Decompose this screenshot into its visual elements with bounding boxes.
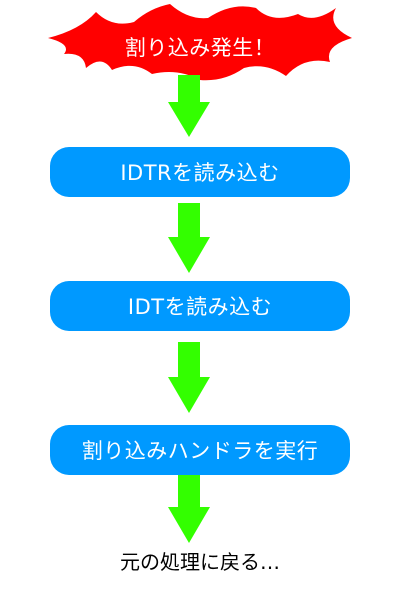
return-to-original-label: 元の処理に戻る… [120,549,280,574]
step-label: IDTを読み込む [127,295,273,319]
flow-arrow-4 [168,472,210,543]
step-load-idtr: IDTRを読み込む [50,147,350,197]
flow-arrow-3 [168,342,210,413]
step-load-idt: IDTを読み込む [50,281,350,331]
flow-arrow-1 [168,75,210,137]
interrupt-occurred-label: 割り込み発生！ [124,36,276,60]
step-label: 割り込みハンドラを実行 [81,439,319,463]
interrupt-burst-shape [48,4,352,81]
step-run-handler: 割り込みハンドラを実行 [50,425,350,475]
flow-arrow-2 [168,203,210,273]
step-label: IDTRを読み込む [120,161,280,185]
